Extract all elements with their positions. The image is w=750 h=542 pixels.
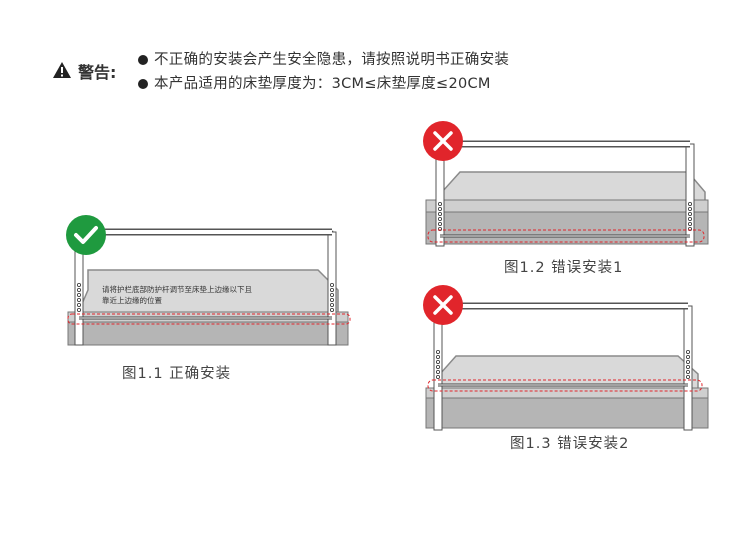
warning-block: 警告: 不正确的安装会产生安全隐患，请按照说明书正确安装 本产品适用的床垫厚度为…	[52, 48, 672, 100]
x-circle-icon	[423, 121, 463, 161]
x-circle-icon	[423, 285, 463, 325]
adjustment-holes	[435, 350, 690, 380]
warning-item: 不正确的安装会产生安全隐患，请按照说明书正确安装	[138, 48, 509, 72]
warning-list: 不正确的安装会产生安全隐患，请按照说明书正确安装 本产品适用的床垫厚度为：3CM…	[138, 48, 509, 96]
adjustment-holes	[76, 283, 334, 313]
warning-label: 警告:	[78, 63, 117, 82]
check-circle-icon	[66, 215, 106, 255]
figure-caption: 图1.3 错误安装2	[510, 436, 630, 452]
warning-item: 本产品适用的床垫厚度为：3CM≤床垫厚度≤20CM	[138, 72, 509, 96]
figure-wrong-install-2: 图1.3 错误安装2	[420, 284, 720, 459]
note-line-2: 靠近上边缘的位置	[102, 295, 162, 305]
dashed-highlight	[427, 229, 705, 243]
bed-base	[425, 393, 709, 429]
figure-wrong-install-1: 图1.2 错误安装1	[420, 120, 720, 280]
mattress	[439, 355, 699, 393]
bed-rail-diagram: 请将护栏底部防护杆调节至床垫上边缘以下且 靠近上边缘的位置	[67, 228, 351, 346]
figure-correct-install: 请将护栏底部防护杆调节至床垫上边缘以下且 靠近上边缘的位置 图1.1 正确安装	[60, 210, 360, 390]
bed-rail-diagram	[425, 140, 709, 247]
figure-caption: 图1.2 错误安装1	[504, 260, 624, 276]
dashed-highlight	[67, 313, 351, 325]
bed-rail-diagram	[425, 302, 709, 431]
warning-triangle-icon	[53, 62, 71, 78]
dashed-highlight	[427, 379, 703, 392]
figure-caption: 图1.1 正确安装	[122, 366, 232, 382]
note-line-1: 请将护栏底部防护杆调节至床垫上边缘以下且	[102, 284, 252, 294]
